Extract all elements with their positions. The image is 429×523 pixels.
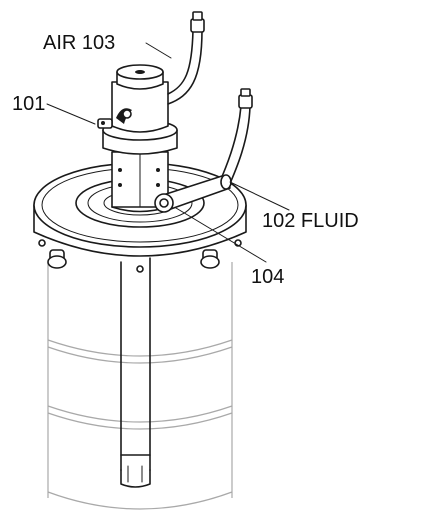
air-motor [97, 64, 178, 155]
air-hose [167, 11, 205, 105]
clamp-knob-left [47, 249, 67, 269]
leader-104 [175, 207, 267, 263]
drum-cover [33, 162, 247, 273]
clamp-knob-right [200, 249, 220, 269]
callout-101: 101 [12, 93, 45, 115]
drum [47, 262, 233, 510]
callout-air-103: AIR 103 [43, 32, 115, 54]
callout-102-fluid: 102 FLUID [262, 210, 359, 232]
dip-tube [120, 257, 151, 488]
outlet-swivel [154, 174, 232, 213]
leader-102-fluid [229, 181, 290, 211]
leader-101 [46, 103, 96, 125]
callouts: AIR 103 101 102 FLUID 104 [12, 32, 359, 288]
callout-104: 104 [251, 266, 284, 288]
leader-air-103 [145, 42, 172, 59]
fluid-hose [217, 88, 253, 189]
